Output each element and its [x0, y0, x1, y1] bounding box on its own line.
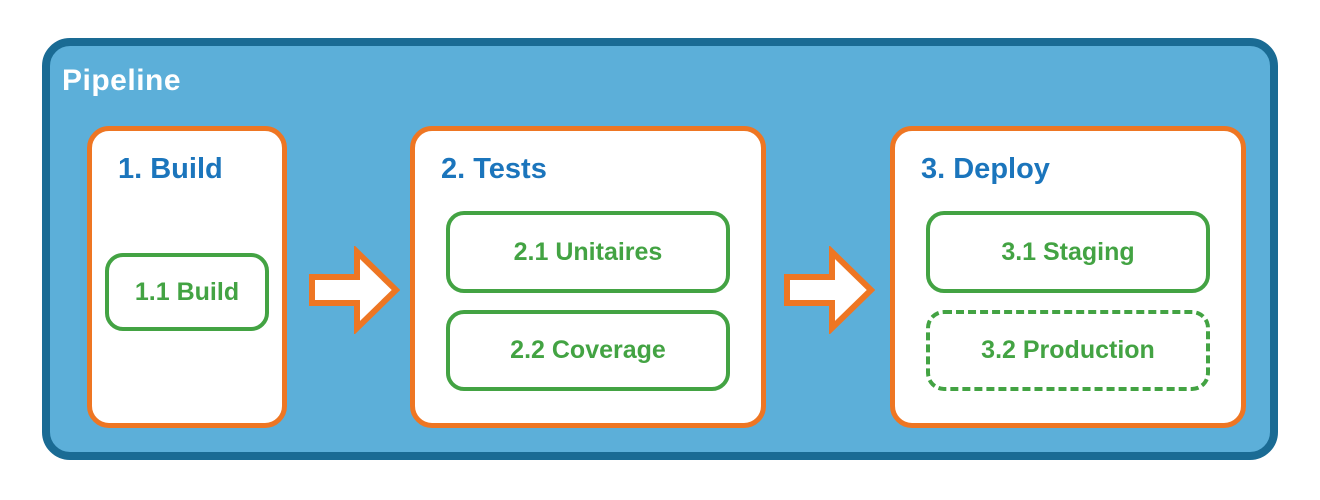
task-box-unitaires: 2.1 Unitaires	[446, 211, 730, 293]
task-label-unitaires: 2.1 Unitaires	[513, 237, 663, 266]
task-label-staging: 3.1 Staging	[1001, 237, 1135, 266]
task-box-staging: 3.1 Staging	[926, 211, 1210, 293]
stage-card-tests: 2. Tests 2.1 Unitaires 2.2 Coverage	[410, 126, 766, 428]
pipeline-container: Pipeline 1. Build 1.1 Build 2. Tests 2.1…	[42, 38, 1278, 460]
stage-title-tests: 2. Tests	[441, 153, 547, 185]
task-label-production: 3.2 Production	[981, 336, 1155, 364]
task-box-coverage: 2.2 Coverage	[446, 310, 730, 391]
task-label-coverage: 2.2 Coverage	[510, 336, 666, 364]
task-box-production: 3.2 Production	[926, 310, 1210, 391]
stage-title-deploy: 3. Deploy	[921, 153, 1050, 185]
stage-card-deploy: 3. Deploy 3.1 Staging 3.2 Production	[890, 126, 1246, 428]
pipeline-title: Pipeline	[62, 64, 182, 97]
task-label-build: 1.1 Build	[134, 277, 240, 306]
arrow-right-icon	[309, 246, 400, 334]
stage-title-build: 1. Build	[118, 153, 223, 185]
task-box-build: 1.1 Build	[105, 253, 269, 331]
arrow-right-icon	[784, 246, 875, 334]
stage-card-build: 1. Build 1.1 Build	[87, 126, 287, 428]
